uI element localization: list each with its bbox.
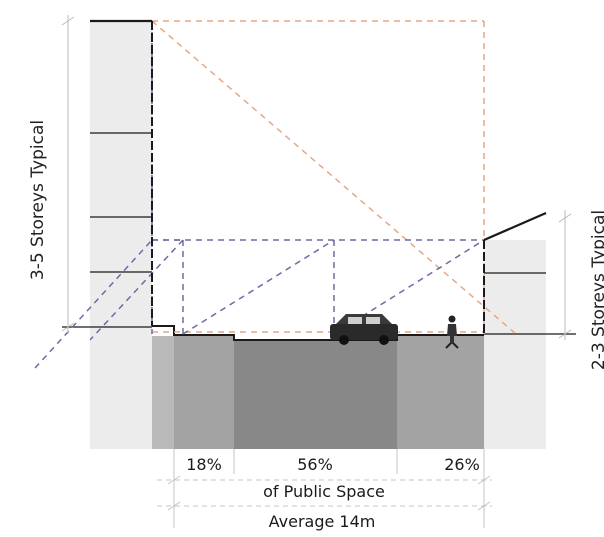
share-footpath-right: 26%	[444, 455, 480, 474]
left-height-label: 3-5 Storeys Typical	[28, 120, 48, 280]
right-roof	[483, 211, 547, 242]
public-space-label: of Public Space	[263, 482, 385, 501]
share-footpath-left: 18%	[186, 455, 222, 474]
share-carriageway: 56%	[297, 455, 333, 474]
car-icon	[330, 314, 398, 345]
enclosure-ratio-guides	[151, 20, 517, 335]
average-width-label: Average 14m	[269, 512, 376, 531]
sky-view-guides	[34, 21, 485, 369]
pedestrian-icon	[445, 315, 459, 349]
share-dimensions	[157, 449, 492, 528]
ground-section	[152, 336, 484, 449]
right-building	[484, 240, 546, 449]
right-height-label: 2-3 Storeys Typical	[589, 210, 604, 370]
left-height-dimension	[61, 15, 75, 334]
left-building	[90, 21, 152, 449]
left-floor-lines	[90, 132, 152, 273]
right-height-dimension	[558, 210, 572, 340]
